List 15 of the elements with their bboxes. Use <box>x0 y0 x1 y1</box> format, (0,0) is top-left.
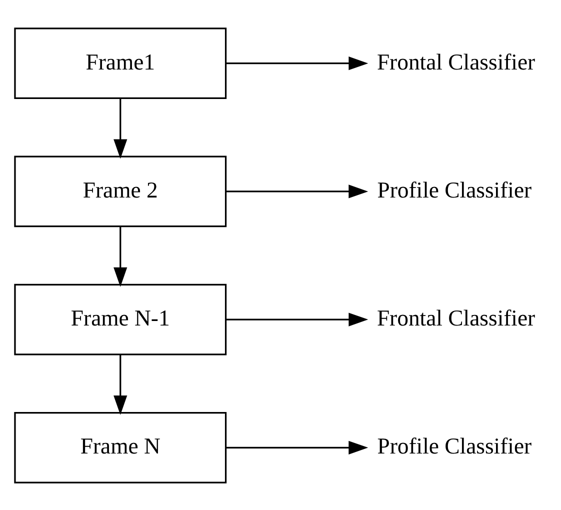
arrow <box>226 184 368 198</box>
node-box: Frame1 <box>14 27 227 99</box>
node-text: Frontal Classifier <box>376 48 536 74</box>
node-text: Profile Classifier <box>377 176 532 202</box>
arrow <box>226 56 368 70</box>
arrow <box>114 226 128 286</box>
arrow <box>114 354 128 414</box>
arrow <box>226 440 368 454</box>
arrow <box>226 312 368 326</box>
node-box: Frame N-1 <box>14 283 227 355</box>
node-box: Frame 2 <box>14 155 227 227</box>
arrow <box>114 98 128 158</box>
node-text: Profile Classifier <box>377 433 532 458</box>
node-text: Frontal Classifier <box>376 305 536 330</box>
node-box: Frame N <box>14 411 227 483</box>
